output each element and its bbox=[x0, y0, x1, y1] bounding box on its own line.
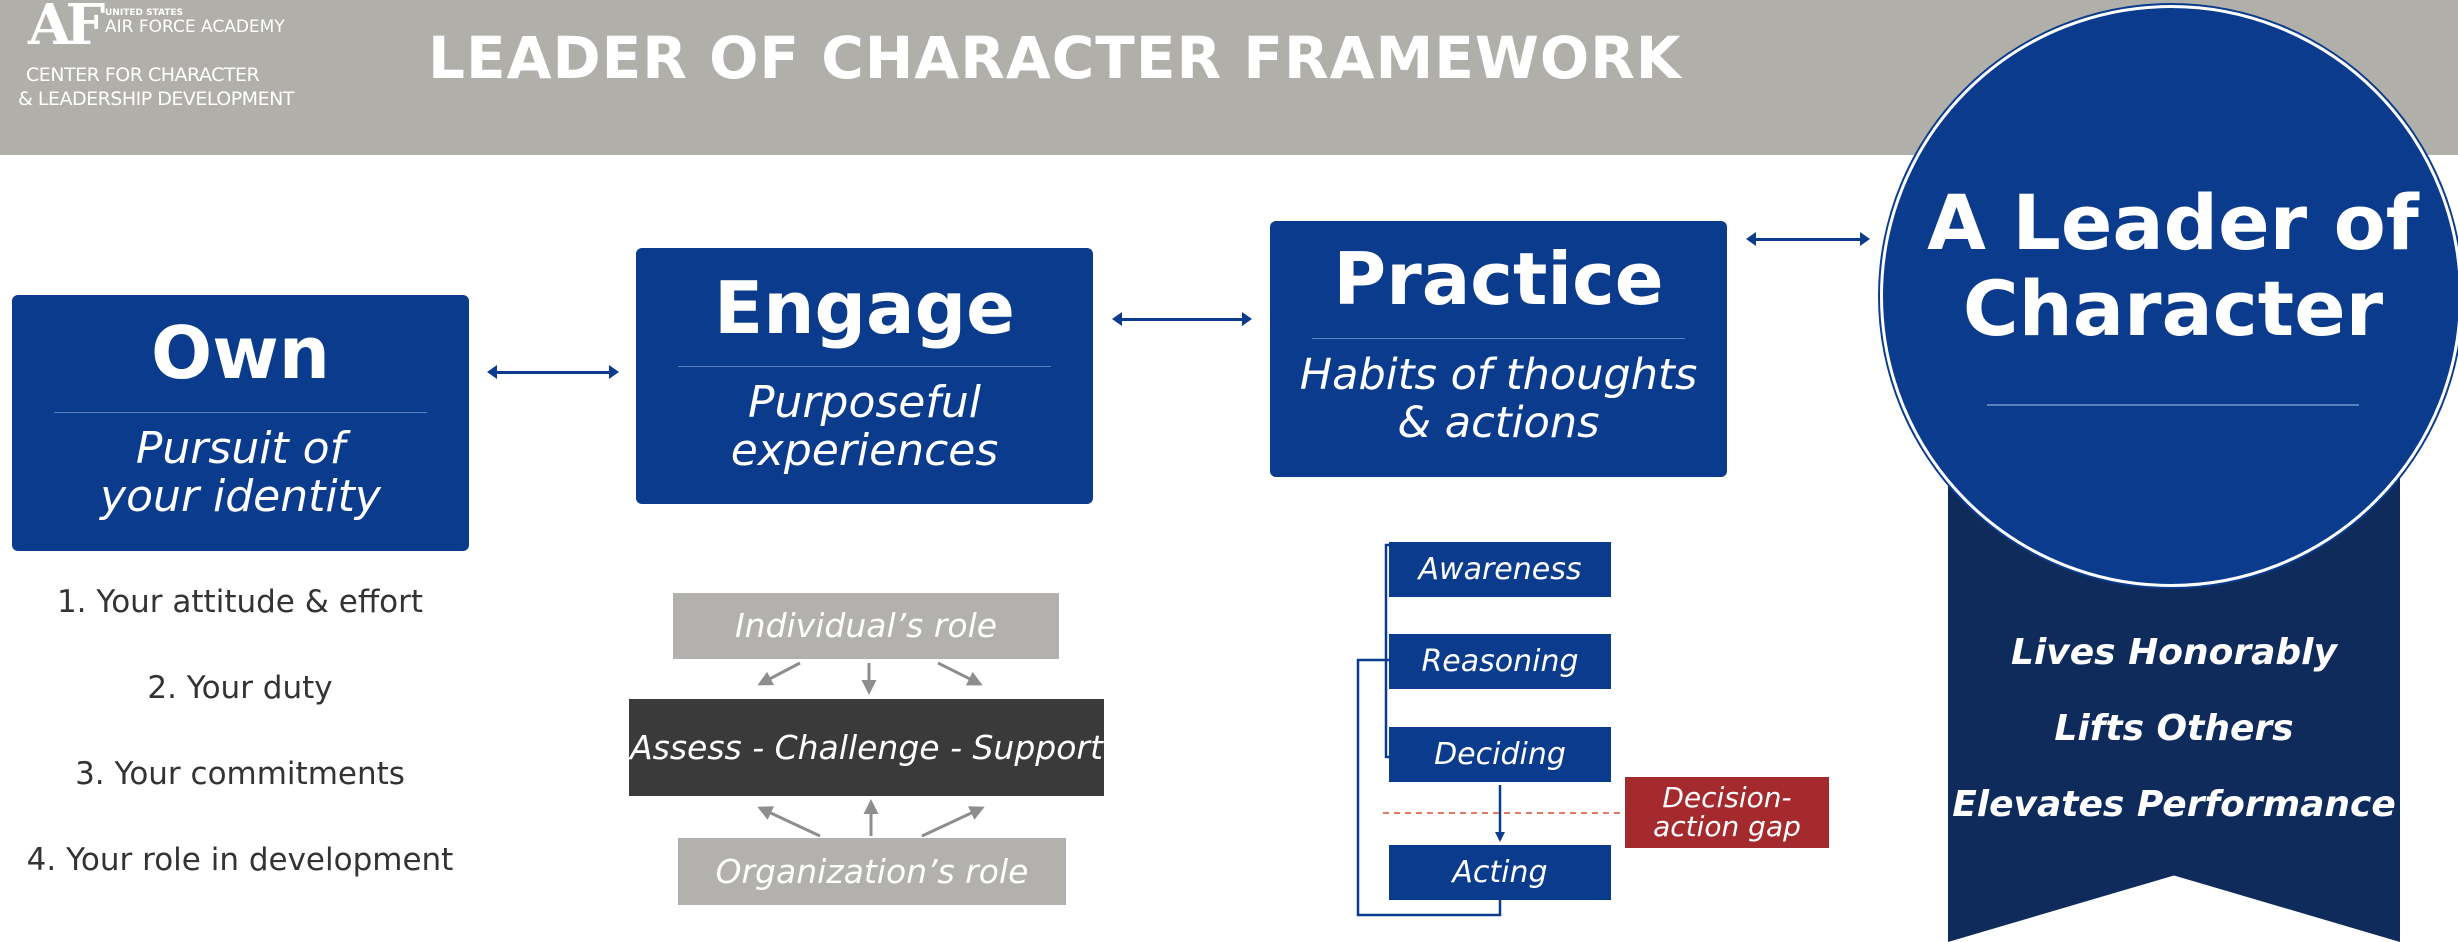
practice-divider bbox=[1312, 338, 1685, 339]
individual-role-box: Individual’s role bbox=[673, 593, 1059, 659]
outcome-divider bbox=[1987, 404, 2359, 406]
logo-line-main: AIR FORCE ACADEMY bbox=[105, 17, 285, 37]
af-logo-mark: AF bbox=[28, 0, 105, 58]
practice-outcome-arrow bbox=[1746, 232, 1870, 246]
practice-title: Practice bbox=[1333, 237, 1664, 321]
individual-to-center-arrows bbox=[757, 661, 983, 695]
outcome-title: A Leader of Character bbox=[1927, 178, 2419, 353]
page-title: LEADER OF CHARACTER FRAMEWORK bbox=[428, 24, 1682, 92]
decision-action-gap-label: Decision- action gap bbox=[1625, 777, 1829, 848]
own-subtitle: Pursuit of your identity bbox=[100, 423, 381, 522]
organization-to-center-arrows bbox=[757, 799, 985, 838]
own-list-item: 1. Your attitude & effort bbox=[56, 584, 424, 620]
own-list-item: 2. Your duty bbox=[147, 670, 333, 706]
practice-subtitle: Habits of thoughts & actions bbox=[1299, 350, 1698, 448]
step-reasoning: Reasoning bbox=[1389, 634, 1611, 689]
engage-title: Engage bbox=[714, 266, 1015, 350]
trait-lives-honorably: Lives Honorably bbox=[2011, 632, 2337, 673]
engage-subtitle: Purposeful experiences bbox=[730, 377, 999, 476]
step-acting: Acting bbox=[1389, 845, 1611, 900]
step-deciding: Deciding bbox=[1389, 727, 1611, 782]
organization-role-box: Organization’s role bbox=[678, 838, 1066, 905]
engage-divider bbox=[678, 366, 1051, 367]
own-list-item: 4. Your role in development bbox=[26, 842, 454, 878]
logo-line-small: UNITED STATES bbox=[105, 8, 184, 18]
engage-box: Engage Purposeful experiences bbox=[636, 248, 1093, 504]
trait-lifts-others: Lifts Others bbox=[2054, 708, 2294, 749]
center-name-line2: & LEADERSHIP DEVELOPMENT bbox=[18, 88, 294, 110]
outcome-circle bbox=[1880, 5, 2458, 587]
assess-challenge-support-box: Assess - Challenge - Support bbox=[629, 699, 1104, 796]
center-name-line1: CENTER FOR CHARACTER bbox=[26, 64, 260, 86]
trait-elevates-performance: Elevates Performance bbox=[1952, 784, 2396, 825]
own-box: Own Pursuit of your identity bbox=[12, 295, 469, 551]
practice-box: Practice Habits of thoughts & actions bbox=[1270, 221, 1727, 477]
own-divider bbox=[54, 412, 427, 413]
step-awareness: Awareness bbox=[1389, 542, 1611, 597]
own-title: Own bbox=[151, 311, 330, 395]
engage-practice-arrow bbox=[1112, 312, 1252, 326]
own-list-item: 3. Your commitments bbox=[75, 756, 405, 792]
usafa-logo: AF UNITED STATES AIR FORCE ACADEMY CENTE… bbox=[10, 0, 310, 120]
own-engage-arrow bbox=[487, 365, 619, 379]
